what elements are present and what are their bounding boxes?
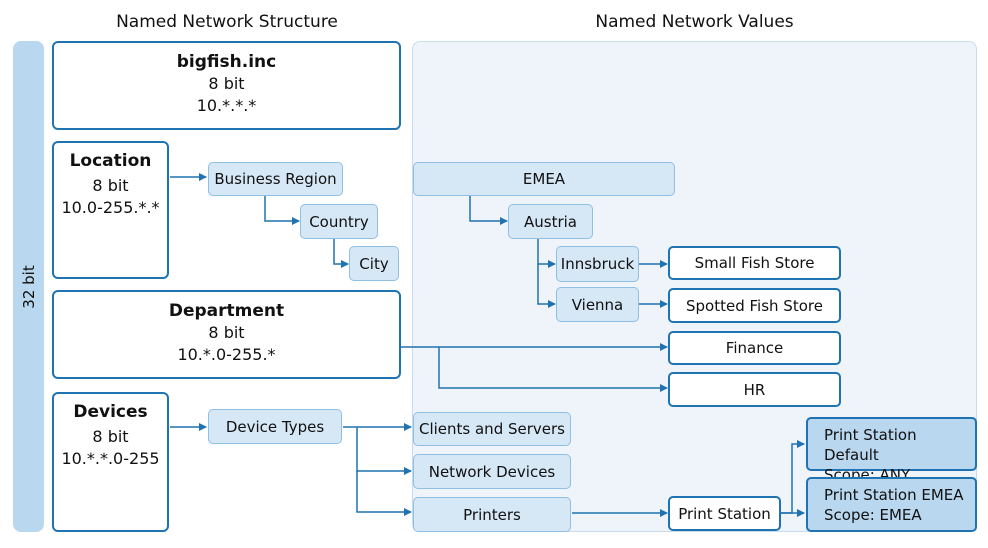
innsbruck-node: Innsbruck — [556, 246, 639, 282]
print-station-default-node: Print Station Default Scope: ANY — [806, 417, 977, 484]
connector-station-default — [781, 440, 805, 514]
values-header: Named Network Values — [595, 12, 794, 32]
devices-bits: 8 bit — [92, 427, 129, 446]
device-types-node: Device Types — [208, 409, 342, 444]
print-station-emea-scope: Scope: EMEA — [824, 506, 922, 524]
department-range: 10.*.0-255.* — [177, 345, 276, 364]
department-block: Department 8 bit 10.*.0-255.* — [52, 290, 401, 379]
location-range: 10.0-255.*.* — [61, 198, 160, 217]
clients-and-servers-node: Clients and Servers — [413, 412, 571, 446]
connector-austria-vienna — [537, 264, 556, 308]
printers-node: Printers — [413, 497, 571, 532]
print-station-emea-name: Print Station EMEA — [824, 486, 964, 504]
connector-department-hr — [438, 347, 668, 392]
spotted-fish-store-node: Spotted Fish Store — [668, 288, 841, 323]
connector-country-city — [333, 239, 349, 268]
department-title: Department — [168, 301, 285, 321]
connector-emea-austria — [469, 196, 508, 225]
location-bits: 8 bit — [92, 176, 129, 195]
business-region-node: Business Region — [208, 162, 343, 196]
company-bits: 8 bit — [208, 74, 245, 93]
emea-node: EMEA — [413, 162, 675, 196]
devices-range: 10.*.*.0-255 — [61, 449, 160, 468]
finance-node: Finance — [668, 331, 841, 365]
company-block: bigfish.inc 8 bit 10.*.*.* — [52, 41, 401, 130]
print-station-node: Print Station — [668, 496, 781, 531]
austria-node: Austria — [508, 204, 593, 239]
devices-title: Devices — [73, 402, 148, 422]
country-node: Country — [300, 204, 378, 239]
company-title: bigfish.inc — [176, 52, 277, 72]
bit-width-bar: 32 bit — [13, 41, 44, 532]
structure-header: Named Network Structure — [116, 12, 338, 32]
city-node: City — [349, 246, 399, 281]
connector-austria-innsbruck — [537, 239, 556, 268]
small-fish-store-node: Small Fish Store — [668, 246, 841, 280]
location-title: Location — [69, 151, 152, 171]
location-block: Location 8 bit 10.0-255.*.* — [52, 141, 169, 279]
connector-types-printers — [356, 471, 412, 516]
connector-types-network — [356, 427, 412, 475]
company-range: 10.*.*.* — [196, 96, 257, 115]
network-devices-node: Network Devices — [413, 454, 571, 489]
hr-node: HR — [668, 372, 841, 407]
devices-block: Devices 8 bit 10.*.*.0-255 — [52, 392, 169, 532]
print-station-emea-node: Print Station EMEA Scope: EMEA — [806, 477, 977, 532]
department-bits: 8 bit — [208, 323, 245, 342]
print-station-default-name: Print Station Default — [824, 426, 917, 464]
vienna-node: Vienna — [556, 287, 639, 322]
connector-region-country — [264, 196, 300, 225]
